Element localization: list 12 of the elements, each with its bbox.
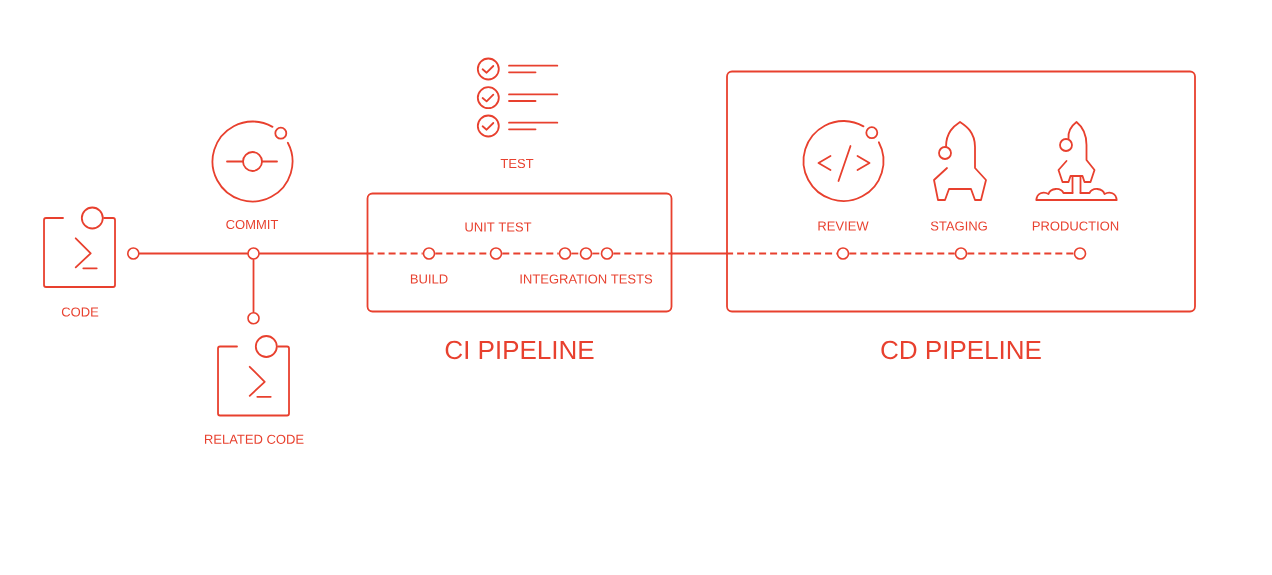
pipeline-title: CD PIPELINE — [881, 340, 1041, 360]
step-label: PRODUCTION — [1032, 221, 1119, 231]
step-label: CODE — [61, 307, 99, 317]
step-label: UNIT TEST — [465, 222, 532, 232]
step-label: TEST — [500, 158, 534, 169]
step-label: BUILD — [410, 274, 448, 284]
step-label: RELATED CODE — [205, 434, 304, 444]
step-label: STAGING — [930, 221, 987, 231]
pipeline-title: CI PIPELINE — [445, 340, 594, 360]
step-label: REVIEW — [818, 221, 869, 231]
step-label: COMMIT — [226, 219, 279, 230]
step-label: INTEGRATION TESTS — [520, 274, 653, 284]
